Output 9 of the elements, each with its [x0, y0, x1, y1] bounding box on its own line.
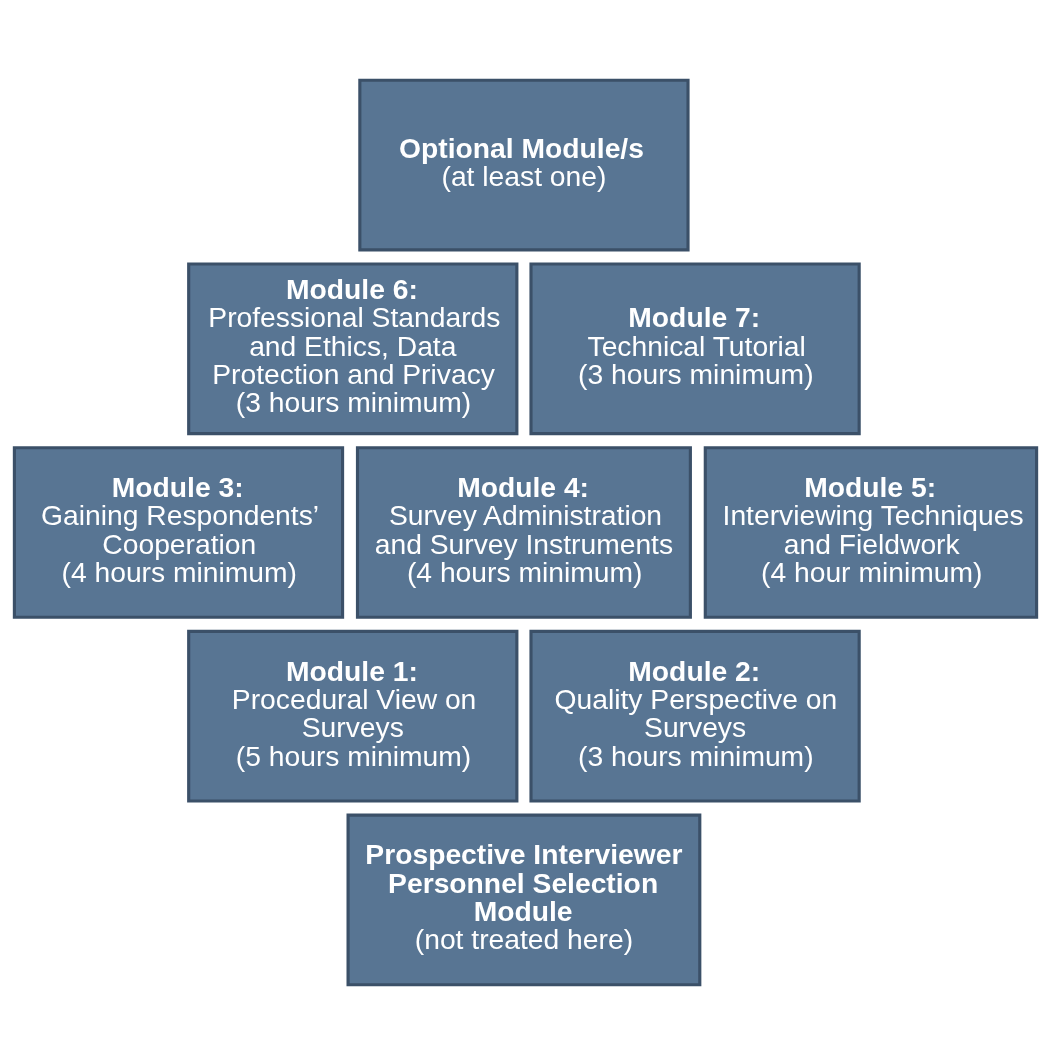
node-box: Prospective Interviewer Personnel Selection Module (not treated here) — [346, 813, 702, 986]
node-box: Module 7: Technical Tutorial (3 hours minimum) — [529, 261, 861, 435]
node-box: Optional Module/s (at least one) — [358, 78, 690, 251]
node-box: Module 6: Professional Standards and Ethics, Data Protection and Privacy (3 hours minimum) — [187, 261, 519, 435]
node-box: Module 4: Survey Administration and Survey Instruments (4 hours minimum) — [355, 445, 692, 619]
node-box: Module 3: Gaining Respondents’ Cooperation (4 hours minimum) — [12, 445, 345, 619]
node-box: Module 5: Interviewing Techniques and Fieldwork (4 hour minimum) — [703, 445, 1039, 619]
node-box: Module 1: Procedural View on Surveys (5 hours minimum) — [187, 629, 519, 803]
node-box: Module 2: Quality Perspective on Surveys (3 hours minimum) — [529, 629, 861, 803]
